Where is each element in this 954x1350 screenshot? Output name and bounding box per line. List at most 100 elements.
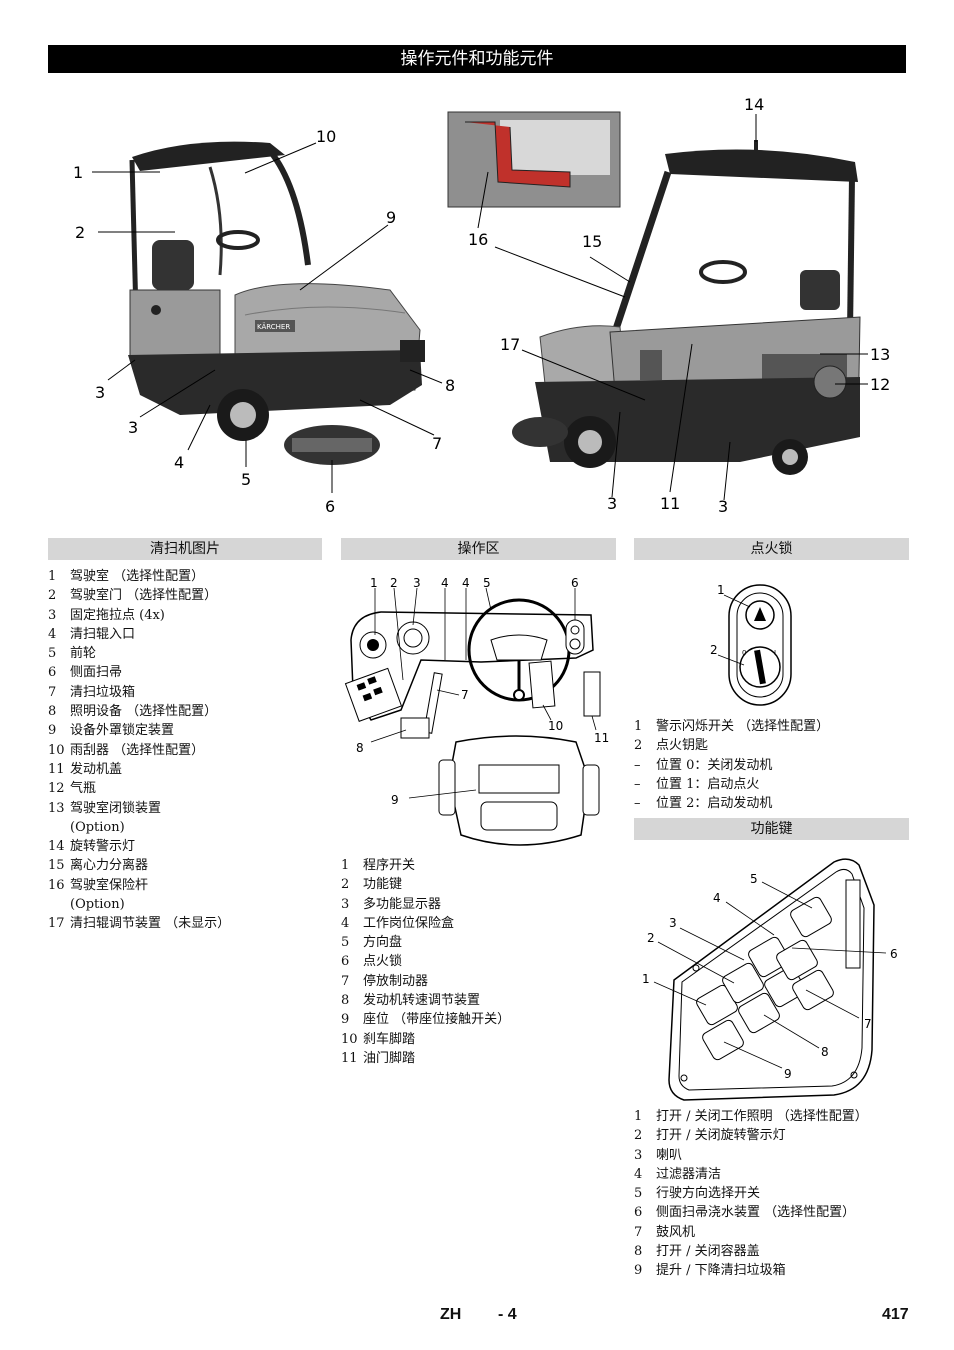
callout: 8: [356, 741, 364, 755]
list-item: 17 清扫辊调节装置 （未显示）: [48, 914, 322, 933]
item-text: 工作岗位保险盒: [363, 915, 455, 931]
item-number: 12: [48, 781, 65, 797]
callout: 3: [128, 418, 138, 437]
list-item: 11 油门脚踏: [341, 1049, 616, 1068]
list-item: –位置 0：关闭发动机: [634, 756, 909, 775]
item-number: 8: [634, 1244, 643, 1260]
item-number: 6: [634, 1205, 643, 1221]
item-number: 2: [341, 877, 350, 893]
callout: 10: [316, 127, 336, 146]
page-number: 417: [882, 1306, 909, 1323]
item-text: 侧面扫帚: [70, 665, 123, 681]
item-number: 9: [634, 1263, 643, 1279]
item-text: 油门脚踏: [363, 1050, 416, 1066]
callout: 6: [890, 947, 898, 961]
item-text: 前轮: [70, 646, 97, 662]
page-title: 操作元件和功能元件: [48, 45, 906, 73]
item-number: 10: [341, 1031, 358, 1047]
section-heading-function-keys: 功能键: [634, 818, 909, 840]
item-text: 提升 / 下降清扫垃圾箱: [656, 1263, 786, 1279]
item-number: 17: [48, 916, 65, 932]
callout: 7: [432, 434, 442, 453]
list-item: 5 行驶方向选择开关: [634, 1184, 909, 1203]
callout: 4: [174, 453, 184, 472]
item-text: 打开 / 关闭工作照明 （选择性配置）: [656, 1109, 868, 1124]
callout: 10: [548, 719, 563, 733]
item-number: 4: [634, 1166, 643, 1182]
item-text: 气瓶: [70, 781, 97, 797]
item-text: 点火锁: [363, 954, 403, 970]
item-text: 打开 / 关闭容器盖: [656, 1244, 760, 1260]
list-item: –位置 2：启动发动机: [634, 794, 909, 813]
item-text: 清扫辊调节装置 （未显示）: [70, 916, 231, 932]
item-number: 10: [48, 742, 65, 758]
item-text: (Option): [70, 819, 125, 835]
callout: 4: [462, 576, 470, 590]
item-text: 离心力分离器: [70, 858, 149, 874]
callout: 2: [647, 931, 655, 945]
item-text: 鼓风机: [656, 1224, 696, 1240]
callout: 16: [468, 230, 488, 249]
item-number: 9: [341, 1012, 350, 1028]
callout: 3: [413, 576, 421, 590]
callout: 9: [391, 793, 399, 807]
item-number: 7: [634, 1224, 643, 1240]
callout: 13: [870, 345, 890, 364]
item-text: 方向盘: [363, 935, 403, 951]
section-heading-ignition: 点火锁: [634, 538, 909, 560]
callout: 6: [325, 497, 335, 516]
list-item: 12 气瓶: [48, 779, 322, 798]
item-number: 7: [48, 684, 57, 700]
item-number: 11: [341, 1050, 358, 1066]
item-text: 驾驶室 （选择性配置）: [70, 569, 205, 584]
item-text: 位置 2：启动发动机: [656, 796, 773, 812]
list-item: 8 打开 / 关闭容器盖: [634, 1242, 909, 1261]
svg-text:0: 0: [742, 649, 746, 657]
item-number: 1: [634, 1109, 643, 1124]
item-number: 1: [341, 858, 350, 873]
section-heading-operating: 操作区: [341, 538, 616, 560]
item-number: 8: [48, 704, 57, 720]
item-number: 9: [48, 723, 57, 739]
sweeper-front-illustration: KÄRCHER 1 2 3 3 4 5 6 7 8 9 10: [60, 115, 480, 525]
item-number: 16: [48, 877, 65, 893]
list-item: 7 鼓风机: [634, 1223, 909, 1242]
callout: 1: [370, 576, 378, 590]
callout: 2: [75, 223, 85, 242]
callout: 9: [784, 1067, 792, 1081]
callout: 12: [870, 375, 890, 394]
item-number: 5: [634, 1186, 643, 1202]
item-number: 2: [634, 1128, 643, 1144]
callout: 11: [594, 731, 609, 745]
item-number: 2: [634, 738, 643, 754]
item-number: 8: [341, 993, 350, 1009]
callout: 5: [483, 576, 491, 590]
svg-text:I: I: [774, 649, 776, 657]
callout: 8: [445, 376, 455, 395]
callout: 1: [717, 583, 725, 597]
callout: 2: [710, 643, 718, 657]
item-text: 行驶方向选择开关: [656, 1186, 761, 1202]
callout: 8: [821, 1045, 829, 1059]
callout: 11: [660, 494, 680, 513]
item-text: 点火钥匙: [656, 738, 709, 754]
item-number: 3: [341, 896, 350, 912]
item-number: –: [634, 776, 641, 792]
item-number: 6: [48, 665, 57, 681]
